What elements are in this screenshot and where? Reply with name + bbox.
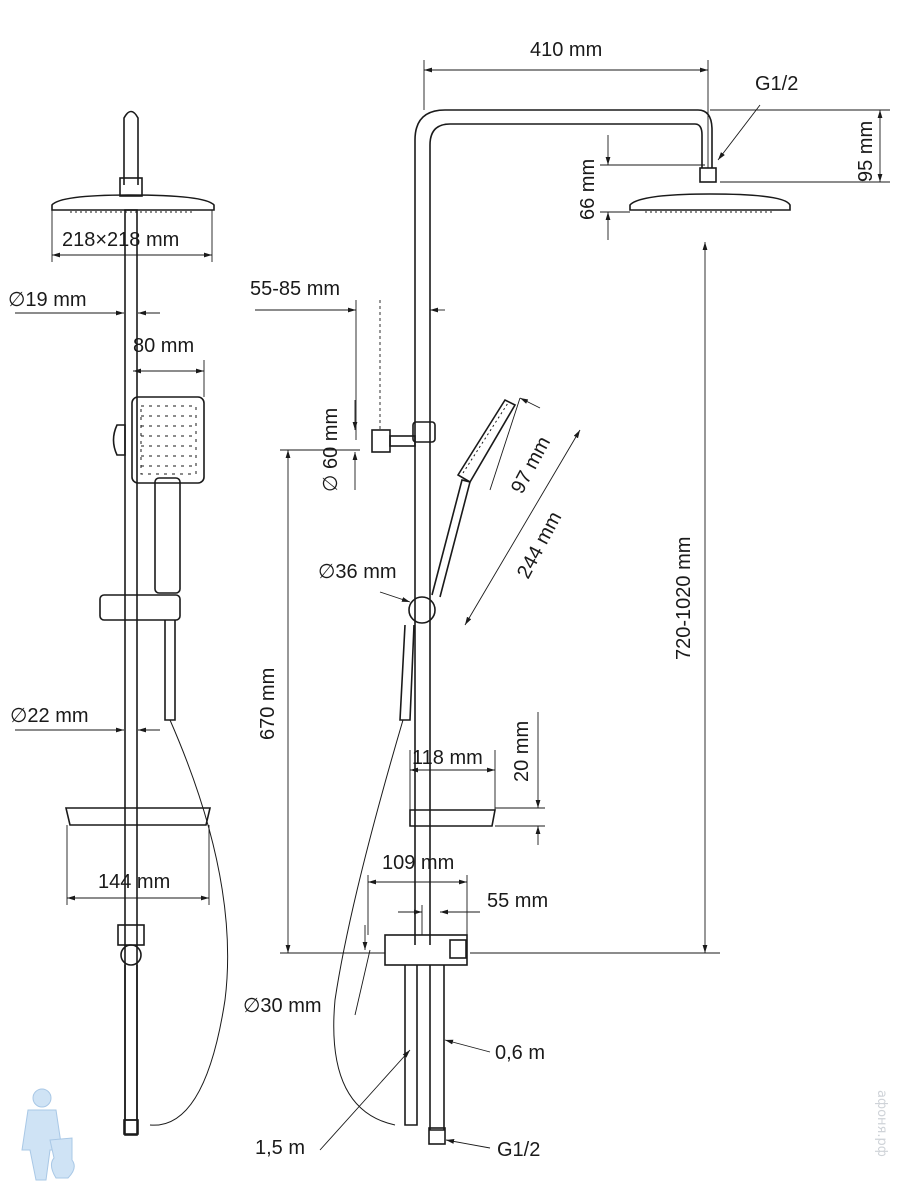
head-size-label: 218×218 mm: [62, 229, 179, 251]
pipe-diameter-label: ∅22 mm: [10, 705, 89, 727]
total-height-label: 720-1020 mm: [673, 537, 695, 660]
head-height-label: 66 mm: [577, 159, 599, 220]
hand-total-length-label: 244 mm: [513, 508, 566, 582]
watermark: афоня.рф: [874, 1090, 889, 1157]
head-thread-label: G1/2: [755, 73, 798, 95]
hand-shower-head: [131, 396, 205, 484]
shelf-width-label: 144 mm: [98, 871, 170, 893]
shower-hose-label: 1,5 m: [255, 1137, 305, 1159]
plumber-logo: [21, 1088, 75, 1181]
arm-reach-label: 410 mm: [530, 39, 602, 61]
holder-diameter-label: ∅36 mm: [318, 561, 397, 583]
inlet-hose-label: 0,6 m: [495, 1042, 545, 1064]
pipe-top-diameter-label: ∅19 mm: [8, 289, 87, 311]
arm-drop-label: 95 mm: [855, 121, 877, 182]
hand-shower-width-label: 80 mm: [133, 335, 194, 357]
mixer-diameter-label: ∅30 mm: [243, 995, 322, 1017]
wall-distance-label: 55-85 mm: [250, 278, 340, 300]
mixer-offset-label: 55 mm: [487, 890, 548, 912]
side-view: [255, 60, 890, 1151]
shelf-height-label: 20 mm: [511, 721, 533, 782]
mixer-width-label: 109 mm: [382, 852, 454, 874]
hand-head-length-label: 97 mm: [507, 433, 555, 497]
shelf-depth-label: 118 mm: [412, 747, 483, 769]
bracket-diameter-label: ∅ 60 mm: [320, 408, 342, 492]
mixer-height-label: 670 mm: [257, 668, 279, 740]
inlet-thread-label: G1/2: [497, 1139, 540, 1161]
front-view: [15, 110, 229, 1136]
